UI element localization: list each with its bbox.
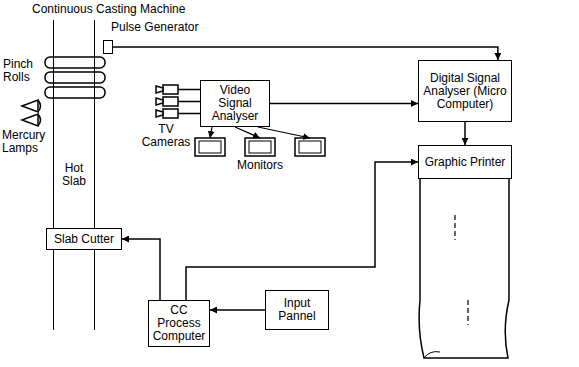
printer-paper [419, 178, 509, 358]
monitor-feed [258, 127, 310, 138]
node-text: Pulse Generator [111, 21, 198, 34]
process-box: Slab Cutter [46, 228, 122, 250]
printed-trace [455, 215, 468, 325]
monitor [195, 138, 225, 156]
connector-arrow [186, 162, 418, 300]
connector-arrow [210, 309, 265, 311]
monitor-feed [235, 127, 260, 138]
monitor [295, 138, 325, 156]
pulse-generator-box [103, 40, 113, 54]
monitor-feed [210, 127, 212, 138]
process-box: Video Signal Analyser [200, 80, 270, 127]
process-box: Graphic Printer [418, 145, 512, 179]
pinch-roll [45, 57, 105, 68]
connector-arrow [270, 103, 418, 105]
node-text: Input Pannel [270, 297, 324, 323]
tv-camera [156, 97, 178, 106]
part-label: Monitors [230, 159, 290, 172]
part-label: Mercury Lamps [2, 129, 52, 155]
part-label: Pinch Rolls [3, 58, 43, 84]
process-box: Digital Signal Analyser (Micro Computer) [418, 60, 512, 122]
part-label: TV Cameras [138, 123, 194, 149]
paper-curl [424, 352, 440, 358]
mercury-lamp [22, 114, 38, 126]
mercury-lamp [22, 100, 38, 112]
slab-column: Hot Slab [53, 20, 95, 330]
monitor [245, 138, 275, 156]
node-text: Digital Signal Analyser (Micro Computer) [423, 72, 507, 111]
mercury-lamp [38, 114, 41, 126]
connector-arrow [122, 239, 160, 300]
process-box: CC Process Computer [148, 300, 210, 347]
tv-camera [156, 85, 178, 94]
pinch-roll [45, 72, 105, 83]
pinch-roll [45, 87, 105, 98]
connector-arrow [464, 122, 466, 145]
node-text: Slab Cutter [54, 233, 114, 246]
node-text: Video Signal Analyser [205, 84, 265, 123]
part-label: Continuous Casting Machine [32, 3, 185, 16]
connector-arrow [113, 47, 498, 60]
mercury-lamp [38, 100, 41, 112]
process-box: Input Pannel [265, 290, 329, 330]
node-text: CC Process Computer [153, 304, 206, 343]
node-text: Graphic Printer [425, 156, 506, 169]
tv-camera [156, 109, 178, 118]
camera-cable [178, 90, 200, 114]
process-box: Pulse Generator [103, 21, 223, 57]
node-text: Hot Slab [54, 162, 94, 188]
